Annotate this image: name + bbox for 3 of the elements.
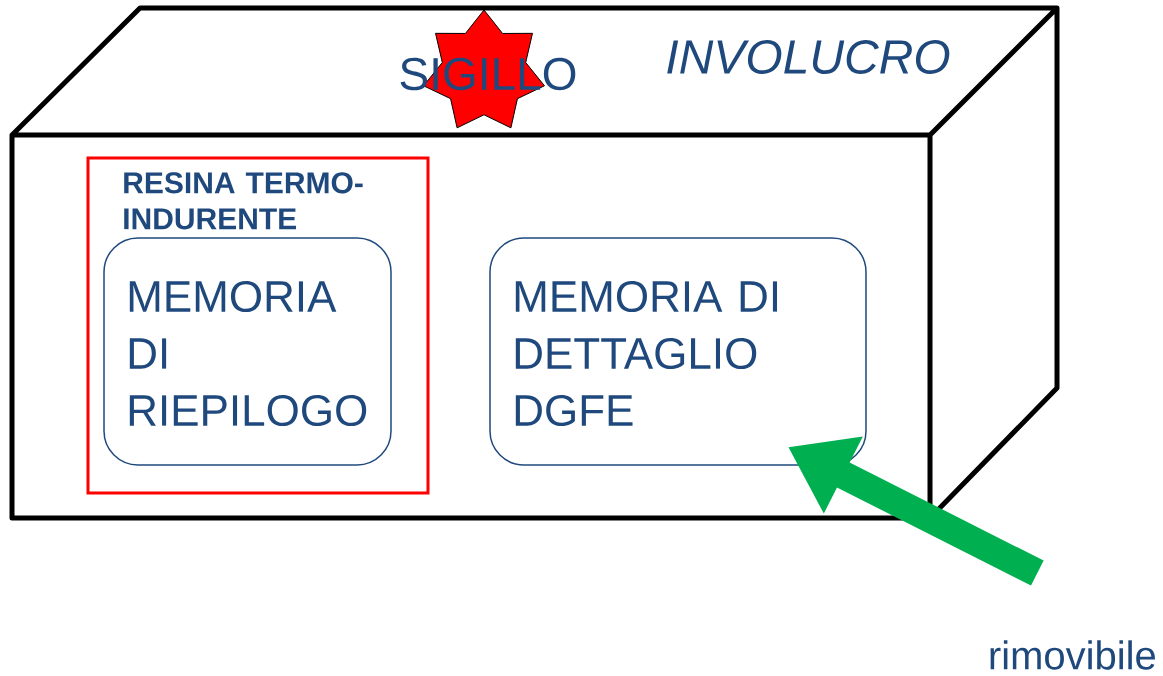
annotation-text: rimovibile xyxy=(990,640,1155,670)
memory-box: MEMORIA DI DETTAGLIO DGFE xyxy=(489,237,867,466)
memory-box: MEMORIA DI RIEPILOGO xyxy=(103,237,392,466)
